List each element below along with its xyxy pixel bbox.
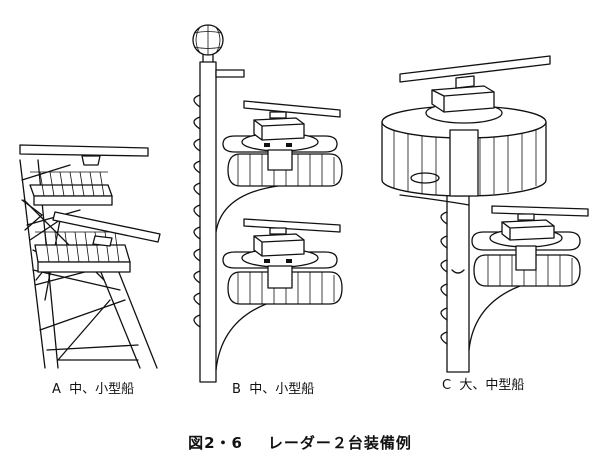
panel-b-text: 中、小型船	[249, 382, 315, 397]
panel-a-letter: A	[52, 382, 61, 397]
figure-title: レーダー２台装備例	[267, 434, 412, 452]
panel-b-pole-mast-drawing	[192, 24, 343, 383]
panel-c-large-mast-drawing	[381, 55, 589, 373]
figure-caption: 図2・6 レーダー２台装備例	[0, 432, 600, 453]
panel-b-upper-platform	[222, 132, 343, 187]
panel-b-masthead-ball	[192, 24, 224, 63]
panel-c-top-radar	[399, 55, 551, 113]
panel-b-letter: B	[232, 382, 241, 397]
panel-a-upper-railing	[30, 171, 108, 197]
panel-b-upper-radar	[243, 100, 341, 147]
panel-b-label: B 中、小型船	[232, 378, 314, 397]
panel-b-step-rungs	[193, 94, 201, 328]
panel-a-text: 中、小型船	[69, 382, 135, 397]
panel-a-label: A 中、小型船	[52, 378, 134, 397]
panel-b-lower-radar	[243, 218, 341, 263]
panel-b-lower-platform	[222, 248, 343, 305]
figure-number: 図2・6	[188, 434, 243, 452]
panel-a-lower-railing	[35, 231, 125, 263]
panel-a-lattice-mast-drawing	[19, 144, 161, 369]
panel-c-letter: C	[442, 378, 452, 393]
panel-c-step-rungs	[440, 211, 448, 345]
panel-c-side-radar	[491, 205, 589, 241]
panel-c-text: 大、中型船	[459, 378, 525, 393]
panel-c-top-drum-platform	[381, 102, 547, 197]
panel-c-label: C 大、中型船	[442, 374, 524, 393]
